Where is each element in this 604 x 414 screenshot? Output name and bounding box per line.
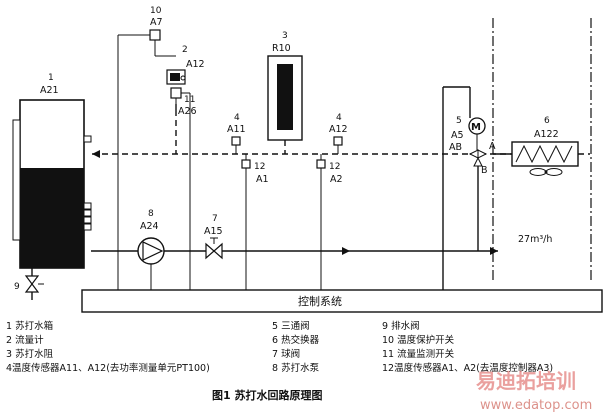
temp-protect-code: A7: [150, 17, 163, 28]
legend-item: 3 苏打水阻: [6, 348, 54, 360]
flow-monitor-code: A26: [178, 106, 197, 117]
heat-exchanger-number: 6: [544, 116, 550, 126]
tank-code: A21: [40, 85, 59, 96]
temp-sensor-a12-code: A12: [329, 124, 348, 135]
heat-exchanger: [510, 141, 590, 176]
supply-line: [91, 247, 498, 255]
legend-item: 11 流量监测开关: [382, 348, 455, 360]
temp-sensor-a2-number: 12: [329, 162, 340, 172]
temp-sensor-a1-code: A1: [256, 174, 269, 185]
resistor-number: 3: [282, 31, 288, 41]
soda-water-resistor: [267, 55, 303, 146]
legend-item: 4温度传感器A11、A12(去功率测量单元PT100): [6, 362, 210, 374]
tank-number: 1: [48, 73, 54, 83]
ball-valve: [205, 237, 223, 260]
resistor-code: R10: [272, 43, 291, 54]
three-way-valve-number: 5: [456, 116, 462, 126]
legend-item: 9 排水阀: [382, 320, 420, 332]
valve-control-box: [442, 86, 471, 290]
legend: 1 苏打水箱 2 流量计 3 苏打水阻 4温度传感器A11、A12(去功率测量单…: [6, 320, 553, 374]
three-way-valve-motor: M: [468, 117, 486, 150]
flow-monitor-number: 11: [184, 95, 195, 105]
pump-number: 8: [148, 209, 154, 219]
watermark-brand: 易迪拓培训: [476, 369, 576, 393]
flow-monitor-switch: [170, 87, 191, 290]
legend-item: 10 温度保护开关: [382, 334, 455, 346]
legend-item: 8 苏打水泵: [272, 362, 320, 374]
legend-item: 7 球阀: [272, 348, 300, 360]
svg-text:M: M: [471, 122, 481, 133]
temp-sensor-a12-number: 4: [336, 113, 342, 123]
cooling-circuit-lines: [492, 18, 592, 280]
tank-ports: [83, 135, 92, 231]
temp-sensor-a1-number: 12: [254, 162, 265, 172]
soda-water-tank: [12, 99, 92, 269]
heat-exchanger-code: A122: [534, 129, 559, 140]
flow-meter-number: 2: [182, 45, 188, 55]
fan-icon: [529, 168, 563, 176]
legend-item: 1 苏打水箱: [6, 320, 53, 332]
temp-sensor-a2-code: A2: [330, 174, 343, 185]
flow-rate-label: 27m³/h: [518, 234, 552, 245]
control-system-bar: [81, 289, 603, 313]
legend-item: 2 流量计: [6, 334, 44, 346]
flow-meter-code: A12: [186, 59, 205, 70]
temp-sensor-a2: [316, 154, 326, 290]
legend-item: 6 热交换器: [272, 334, 320, 346]
drain-valve-number: 9: [14, 282, 20, 292]
three-way-valve-port-ab: AB: [449, 142, 462, 153]
ball-valve-number: 7: [212, 214, 218, 224]
temp-sensor-a11-number: 4: [234, 113, 240, 123]
legend-item: 12温度传感器A1、A2(去温度控制器A3): [382, 362, 553, 374]
temp-protect-number: 10: [150, 6, 162, 16]
soda-water-pump: [137, 237, 165, 290]
temp-protect-switch: [117, 29, 176, 290]
three-way-valve-port-b: B: [481, 165, 488, 176]
temp-sensor-a1: [241, 154, 251, 290]
watermark-url: www.edatop.com: [480, 398, 592, 413]
ball-valve-code: A15: [204, 226, 223, 237]
temp-sensor-a11-code: A11: [227, 124, 246, 135]
three-way-valve: [468, 149, 488, 251]
temp-sensor-a12: [333, 136, 343, 154]
temp-sensor-a11: [231, 136, 241, 154]
drain-valve: [24, 268, 44, 300]
figure-caption: 图1 苏打水回路原理图: [212, 388, 322, 402]
legend-item: 5 三通阀: [272, 320, 310, 332]
pump-code: A24: [140, 221, 159, 232]
three-way-valve-code: A5: [451, 130, 464, 141]
control-system-label: 控制系统: [298, 294, 342, 308]
flow-meter: [166, 69, 186, 85]
